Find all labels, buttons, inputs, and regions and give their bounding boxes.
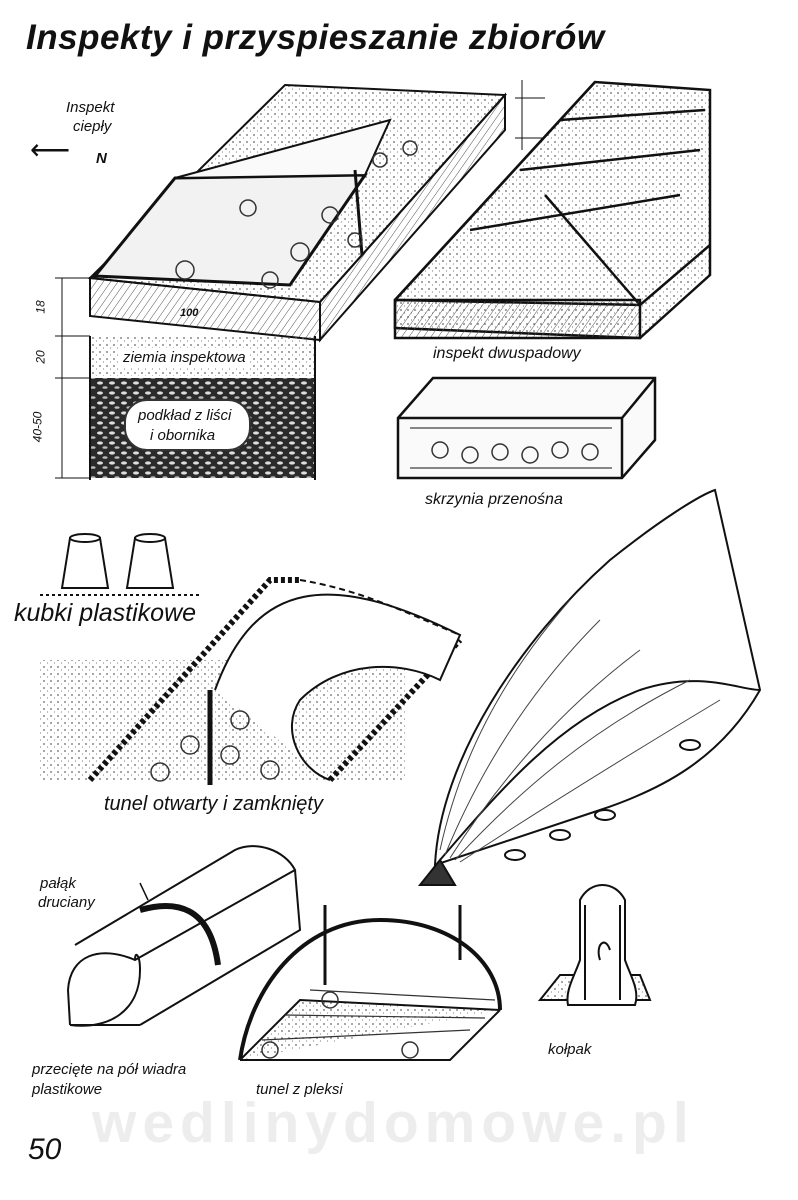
arrow-left-icon: ⟵ xyxy=(30,134,71,165)
double-pitch-frame-drawing xyxy=(393,80,712,340)
watermark: wedlinydomowe.pl xyxy=(92,1091,695,1155)
base-depth-dimension: 40-50 xyxy=(30,411,45,443)
bucket-tunnel-drawing xyxy=(66,845,302,1027)
base-label-line2: i obornika xyxy=(150,427,216,444)
portable-box-label: skrzynia przenośna xyxy=(425,491,563,508)
compass-label-line2: ciepły xyxy=(73,118,112,135)
north-marker: N xyxy=(96,150,107,167)
plexi-tunnel-label: tunel z pleksi xyxy=(256,1081,343,1098)
hotbed-drawing xyxy=(55,80,545,480)
cloche-drawing xyxy=(537,884,652,1006)
frame-height-dimension: 18 xyxy=(33,300,48,314)
open-tunnel-drawing xyxy=(40,577,463,785)
page-title: Inspekty i przyspieszanie zbiorów xyxy=(26,18,605,57)
tunnel-label: tunel otwarty i zamknięty xyxy=(104,793,323,815)
cups-label: kubki plastikowe xyxy=(14,599,197,627)
soil-label: ziemia inspektowa xyxy=(120,348,249,367)
bucket-caption-line1: przecięte na pół wiadra xyxy=(32,1061,187,1078)
double-pitch-label: inspekt dwuspadowy xyxy=(433,345,581,362)
compass-label-line1: Inspekt xyxy=(66,99,115,116)
bucket-caption-line2: plastikowe xyxy=(32,1081,103,1098)
closed-tunnel-drawing xyxy=(417,488,762,886)
plastic-cups-drawing xyxy=(40,533,200,596)
base-label-line1: podkład z liści xyxy=(138,407,232,424)
width-dimension: 100 xyxy=(180,307,199,319)
soil-depth-dimension: 20 xyxy=(33,350,48,364)
cloche-label: kołpak xyxy=(548,1041,592,1058)
portable-box-drawing xyxy=(396,376,657,480)
wire-hoop-label-line1: pałąk xyxy=(40,875,76,892)
page-number: 50 xyxy=(28,1133,62,1166)
plexi-tunnel-drawing xyxy=(238,905,502,1061)
wire-hoop-label-line2: druciany xyxy=(38,894,95,911)
